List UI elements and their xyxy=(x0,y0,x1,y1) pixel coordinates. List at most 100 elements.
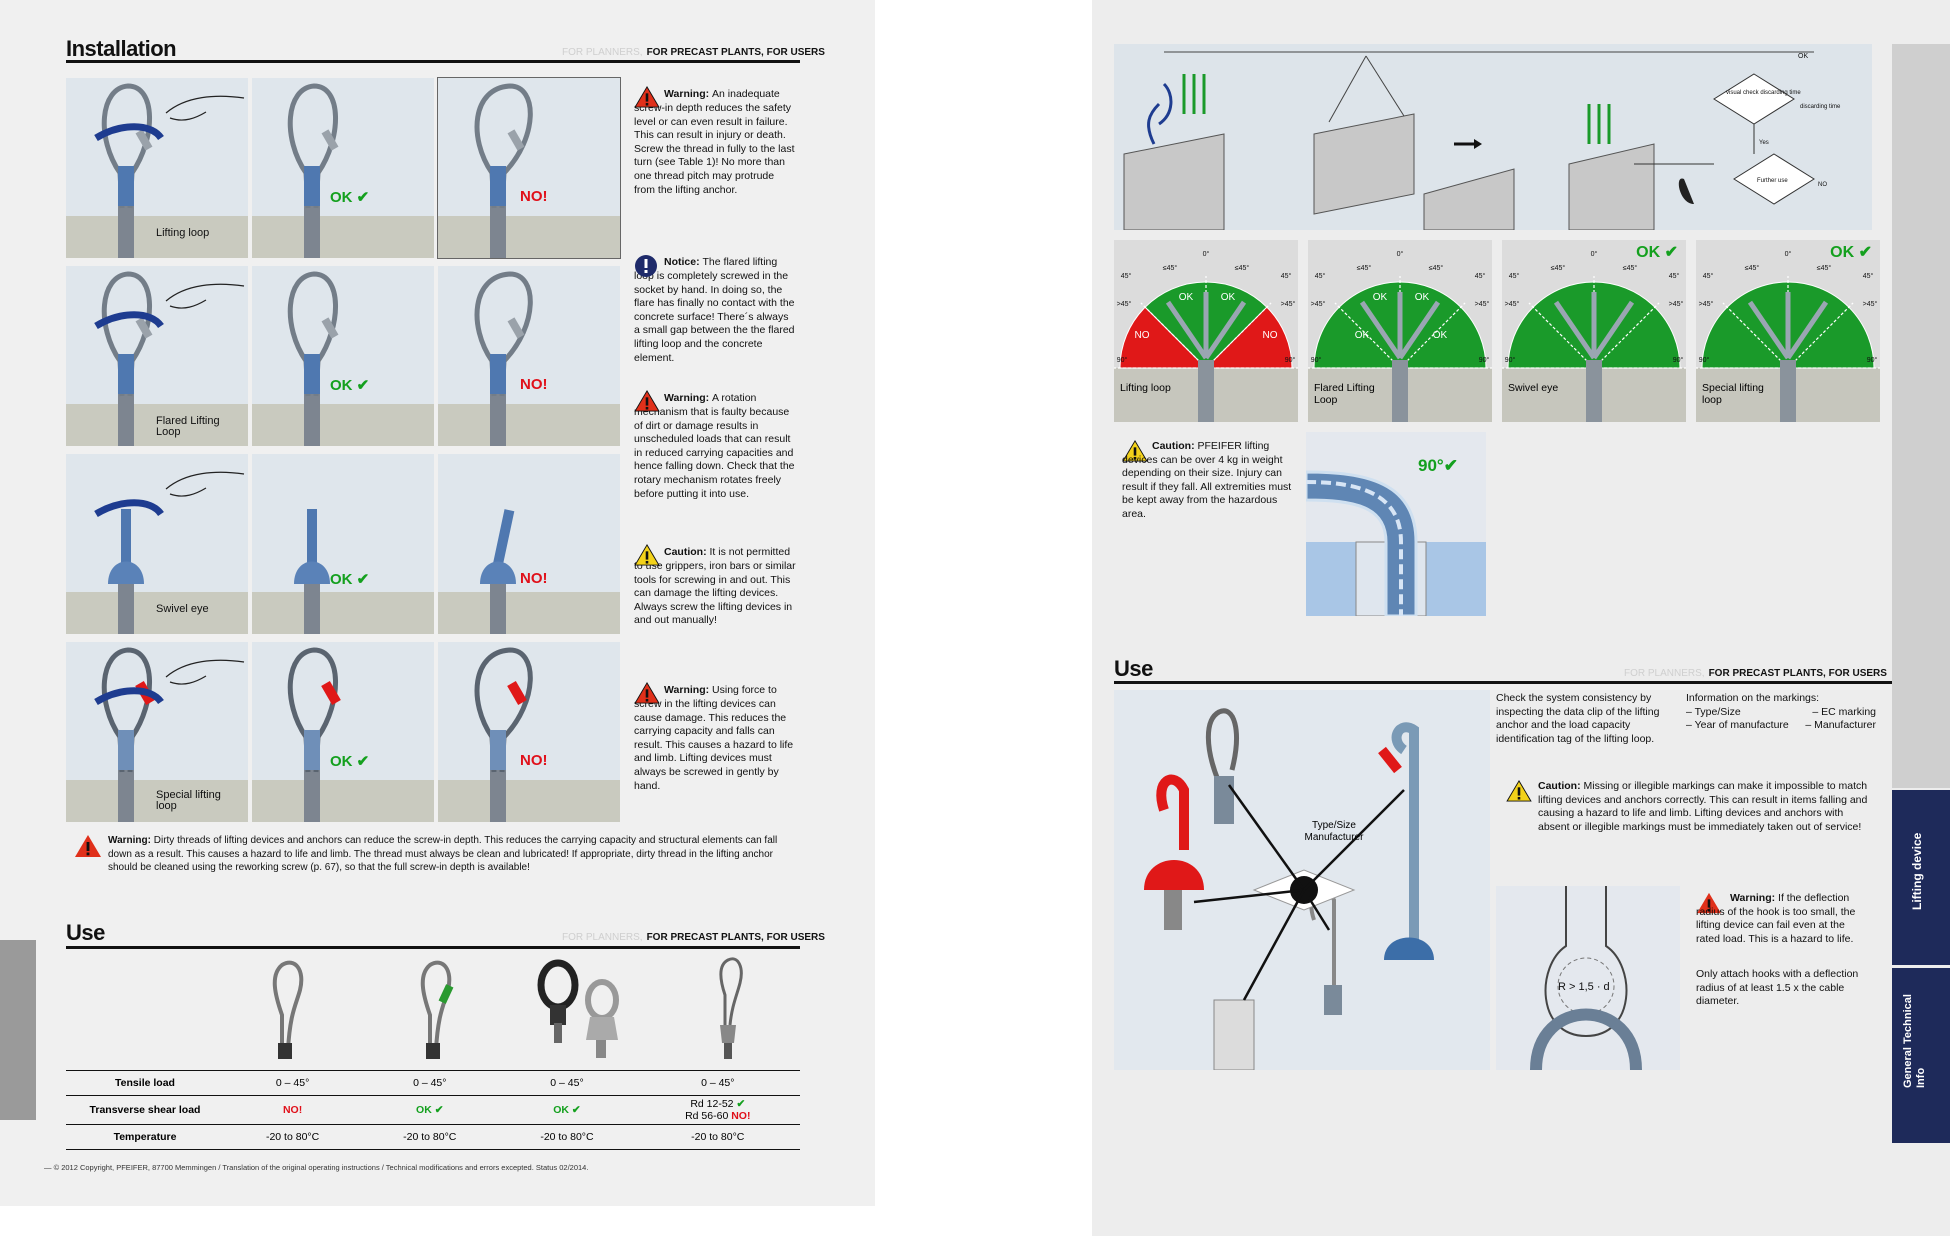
angle-text: ≤45° xyxy=(1357,264,1372,272)
slab-4 xyxy=(1568,143,1655,230)
right-use-rule xyxy=(1114,681,1950,684)
right-use-tag: FOR PLANNERS,FOR PRECAST PLANTS, FOR USE… xyxy=(1624,668,1887,679)
table-cell: -20 to 80°C xyxy=(361,1124,499,1150)
installation-rule xyxy=(66,60,800,63)
flow-visual-text: visual check discarding time xyxy=(1726,90,1801,96)
angle-text: 0° xyxy=(1397,250,1404,258)
angle-text: NO xyxy=(1135,330,1150,341)
markings-illustration xyxy=(1144,708,1434,1070)
install-panel-r1-c1: OK ✔ xyxy=(252,266,434,446)
table-cell: Rd 12-52 ✔Rd 56-60 NO! xyxy=(635,1095,800,1125)
angle-text: >45° xyxy=(1281,300,1296,308)
angle-text: 0° xyxy=(1591,250,1598,258)
slab-1 xyxy=(1123,133,1225,230)
install-illustration xyxy=(66,271,248,446)
table-cell: 0 – 45° xyxy=(635,1070,800,1096)
angle-panel-label: Flared Lifting Loop xyxy=(1314,382,1375,406)
check-consistency-text: Check the system consistency by inspecti… xyxy=(1496,692,1660,745)
angle-text: ≤45° xyxy=(1163,264,1178,272)
ok-mark: OK ✔ xyxy=(330,753,370,770)
left-binding-shadow xyxy=(0,940,36,1120)
angle-text: 0° xyxy=(1203,250,1210,258)
install-illustration xyxy=(66,471,248,634)
angle-text: 90° xyxy=(1673,356,1684,364)
warning-icon xyxy=(75,835,101,857)
angle-diagram: 0°≤45°≤45°45°45°>45°>45°90°90° xyxy=(1696,250,1880,422)
tab-general-technical-info[interactable]: General Technical Info xyxy=(1892,968,1950,1143)
note-head: Warning: xyxy=(664,392,713,404)
warning-hook-2: Only attach hooks with a deflection radi… xyxy=(1696,968,1859,1008)
install-row-label: Lifting loop xyxy=(156,227,210,239)
install-row-label: Special lifting loop xyxy=(156,789,221,812)
install-illustration xyxy=(438,647,620,822)
angle-text: NO xyxy=(1263,330,1278,341)
flow-diagram: OK visual check discarding time discardi… xyxy=(1123,51,1841,230)
flow-no-text: NO xyxy=(1818,182,1827,188)
angle-text: ≤45° xyxy=(1235,264,1250,272)
note-head: Warning: xyxy=(664,684,713,696)
angle-text: 90° xyxy=(1867,356,1878,364)
left-page: Installation FOR PLANNERS,FOR PRECAST PL… xyxy=(0,0,875,1206)
ok-mark: OK ✔ xyxy=(330,377,370,394)
install-panel-r3-c1: OK ✔ xyxy=(252,642,434,822)
angle-text: 45° xyxy=(1669,272,1680,280)
tab-lifting-device[interactable]: Lifting device xyxy=(1892,790,1950,965)
angle-panel-3: 0°≤45°≤45°45°45°>45°>45°90°90°Special li… xyxy=(1696,240,1880,422)
table-row-label: Transverse shear load xyxy=(66,1095,224,1125)
angle-text: >45° xyxy=(1311,300,1326,308)
angle-text: 45° xyxy=(1315,272,1326,280)
use-title: Use xyxy=(66,920,105,945)
angle-text: 45° xyxy=(1121,272,1132,280)
device-illustrations xyxy=(272,957,743,1059)
angle-text: ≤45° xyxy=(1429,264,1444,272)
angle-text: 0° xyxy=(1785,250,1792,258)
angle-panel-label: Swivel eye xyxy=(1508,382,1559,394)
angle-text: OK xyxy=(1433,330,1448,341)
note-text: A rotation mechanism that is faulty beca… xyxy=(634,392,795,500)
ninety-degree-panel: 90°✔ xyxy=(1306,432,1486,616)
note-head: Warning: xyxy=(664,88,713,100)
angle-text: 90° xyxy=(1505,356,1516,364)
ok-check: OK ✔ xyxy=(1830,244,1872,261)
angle-text: 90° xyxy=(1117,356,1128,364)
install-panel-r3-c0: Special lifting loop xyxy=(66,642,248,822)
flow-discarding-text: discarding time xyxy=(1800,104,1841,110)
note-head: Notice: xyxy=(664,256,703,268)
hook-illustration: R > 1,5 · d xyxy=(1530,886,1642,1070)
install-panel-r1-c2: NO! xyxy=(438,266,620,446)
note-0: Warning: An inadequate screw-in depth re… xyxy=(634,86,796,197)
angle-text: 45° xyxy=(1703,272,1714,280)
note-1: Notice: The flared lifting loop is compl… xyxy=(634,255,796,365)
swivel-eye-icon xyxy=(537,959,619,1058)
install-illustration xyxy=(252,271,434,446)
install-illustration xyxy=(252,509,434,634)
ninety-label: 90°✔ xyxy=(1418,456,1458,475)
angle-text: 45° xyxy=(1863,272,1874,280)
caution-icon xyxy=(1122,440,1148,462)
install-illustration xyxy=(66,83,248,258)
install-panel-r2-c2: NO! xyxy=(438,454,620,634)
angle-text: OK xyxy=(1373,292,1388,303)
right-page: OK visual check discarding time discardi… xyxy=(1092,0,1950,1236)
angle-text: OK xyxy=(1355,330,1370,341)
caution-markings-icon xyxy=(1506,780,1532,802)
flow-ok-text: OK xyxy=(1798,53,1808,60)
notice-icon xyxy=(634,255,664,277)
markings-panel: Type/Size Manufacturer xyxy=(1114,690,1490,1070)
slab-3 xyxy=(1423,168,1515,230)
warning-icon xyxy=(634,390,664,412)
install-illustration xyxy=(438,509,620,634)
table-cell: 0 – 45° xyxy=(361,1070,499,1096)
angle-diagram: 0°≤45°≤45°45°45°>45°>45°90°90° xyxy=(1502,250,1686,422)
installation-title: Installation xyxy=(66,36,177,61)
angle-text: >45° xyxy=(1669,300,1684,308)
no-mark: NO! xyxy=(520,188,548,205)
install-panel-r0-c2: NO! xyxy=(437,77,621,259)
check-icon: ✔ xyxy=(1443,456,1458,475)
caution-weight: Caution: PFEIFER lifting devices can be … xyxy=(1122,440,1292,520)
install-illustration xyxy=(252,83,434,258)
table-cell: 0 – 45° xyxy=(498,1070,636,1096)
